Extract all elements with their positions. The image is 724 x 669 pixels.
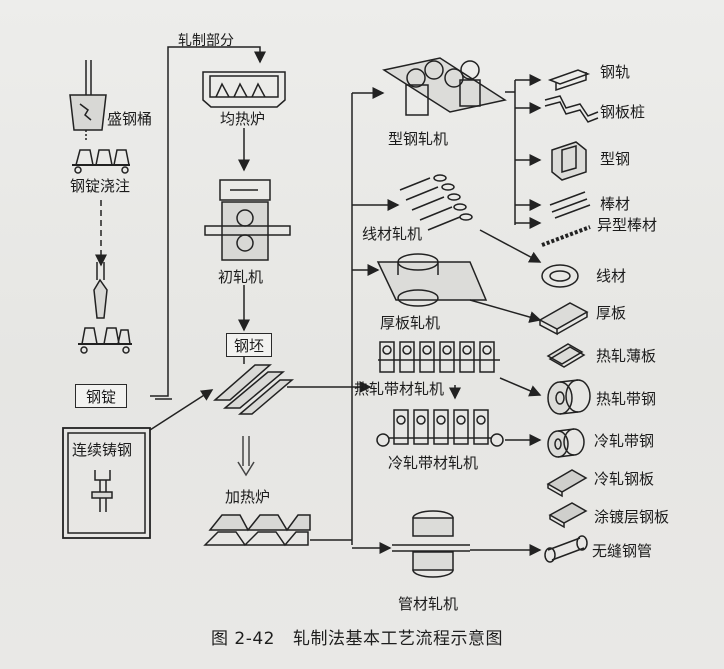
figure-title: 轧制法基本工艺流程示意图 bbox=[293, 629, 503, 649]
box-ingot: 钢锭 bbox=[75, 384, 127, 408]
label-blooming-mill: 初轧机 bbox=[218, 268, 264, 286]
label-continuous-casting: 连续铸钢 bbox=[72, 441, 133, 459]
reheating-furnace-icon bbox=[203, 514, 311, 547]
label-tube-mill: 管材轧机 bbox=[398, 595, 459, 613]
section-mill-icon bbox=[382, 57, 507, 116]
product-4: 异型棒材 bbox=[597, 216, 658, 234]
label-cold-strip-mill: 冷轧带材轧机 bbox=[388, 454, 479, 472]
soaking-pit-icon bbox=[202, 71, 286, 108]
product-3: 棒材 bbox=[600, 195, 631, 213]
cold-strip-mill-icon bbox=[376, 409, 504, 447]
wire-coil-icon bbox=[541, 264, 579, 288]
product-12: 无缝钢管 bbox=[592, 542, 653, 560]
box-billet: 钢坯 bbox=[226, 333, 272, 357]
sheet-pile-icon bbox=[544, 95, 599, 123]
product-10: 冷轧钢板 bbox=[594, 470, 655, 488]
section-steel-icon bbox=[551, 141, 587, 181]
figure-number: 图 2-42 bbox=[211, 629, 275, 649]
hot-sheet-icon bbox=[546, 343, 586, 368]
ladle-icon bbox=[69, 60, 107, 142]
ingot-stripping-icon bbox=[78, 262, 132, 354]
thick-plate-icon bbox=[538, 302, 589, 336]
wire-rod-mill-icon bbox=[399, 174, 473, 231]
ingot-molds-icon bbox=[72, 149, 130, 174]
cold-strip-coil-icon bbox=[547, 428, 585, 458]
billets-icon bbox=[213, 364, 295, 415]
label-hot-strip-mill: 热轧带材轧机 bbox=[354, 380, 445, 398]
label-rolling-section: 轧制部分 bbox=[178, 33, 234, 49]
down-hollow-arrow bbox=[237, 436, 255, 477]
product-7: 热轧薄板 bbox=[596, 347, 657, 365]
hot-strip-coil-icon bbox=[547, 379, 591, 415]
product-8: 热轧带钢 bbox=[596, 390, 657, 408]
rail-icon bbox=[547, 69, 591, 92]
label-soaking-pit: 均热炉 bbox=[220, 110, 266, 128]
continuous-caster-icon bbox=[91, 470, 113, 512]
label-plate-mill: 厚板轧机 bbox=[380, 314, 441, 332]
product-5: 线材 bbox=[596, 267, 627, 285]
product-0: 钢轨 bbox=[600, 63, 631, 81]
label-ingot-pouring: 钢锭浇注 bbox=[70, 177, 131, 195]
plate-mill-icon bbox=[376, 253, 488, 307]
hot-strip-mill-icon bbox=[378, 341, 500, 373]
label-wire-rod-mill: 线材轧机 bbox=[362, 225, 423, 243]
bar-icon bbox=[549, 191, 591, 219]
product-1: 钢板桩 bbox=[600, 103, 646, 121]
blooming-mill-icon bbox=[204, 179, 291, 261]
product-11: 涂镀层钢板 bbox=[594, 508, 670, 526]
cold-plate-icon bbox=[546, 469, 588, 498]
label-section-mill: 型钢轧机 bbox=[388, 130, 449, 148]
figure-caption: 图 2-42 轧制法基本工艺流程示意图 bbox=[211, 624, 503, 649]
tube-mill-icon bbox=[392, 510, 470, 578]
deformed-bar-icon bbox=[541, 225, 591, 247]
seamless-tube-icon bbox=[544, 535, 588, 563]
coated-plate-icon bbox=[548, 502, 588, 529]
product-2: 型钢 bbox=[600, 150, 631, 168]
product-9: 冷轧带钢 bbox=[594, 432, 655, 450]
product-6: 厚板 bbox=[596, 304, 627, 322]
label-reheating-furnace: 加热炉 bbox=[225, 488, 271, 506]
label-ladle: 盛钢桶 bbox=[107, 110, 153, 128]
